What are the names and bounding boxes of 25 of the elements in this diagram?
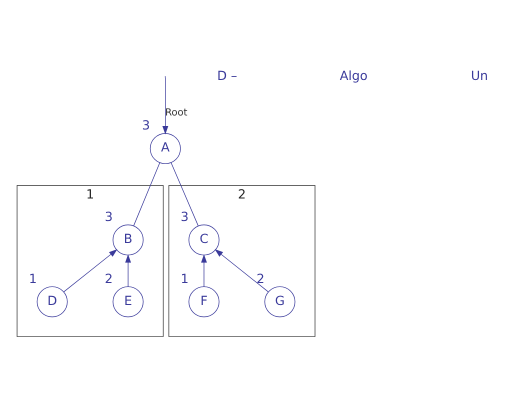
label: D – bbox=[217, 68, 238, 83]
node-label: 1 bbox=[180, 270, 189, 286]
label: Algo bbox=[340, 68, 368, 83]
node-circle: G bbox=[264, 286, 296, 317]
node-circle: C bbox=[188, 224, 220, 255]
arrow bbox=[162, 76, 168, 134]
node-label: 1 bbox=[28, 270, 37, 286]
label: Un bbox=[470, 68, 488, 83]
node-label: 2 bbox=[256, 270, 265, 286]
node-label: 3 bbox=[180, 208, 189, 224]
node-circle: B bbox=[112, 224, 144, 255]
node-label: 3 bbox=[142, 117, 150, 132]
arrow bbox=[125, 254, 132, 286]
node-label: 2 bbox=[104, 270, 113, 286]
node-label: 3 bbox=[104, 208, 113, 224]
node-circle: A bbox=[150, 132, 181, 164]
edge-label: Root bbox=[165, 106, 188, 118]
connector bbox=[133, 162, 160, 226]
arrow bbox=[63, 248, 118, 292]
arrow bbox=[214, 248, 269, 292]
node-circle: E bbox=[112, 286, 144, 317]
node-circle: F bbox=[188, 286, 220, 317]
node-circle: D bbox=[36, 286, 68, 317]
arrow bbox=[201, 254, 207, 286]
connector bbox=[170, 162, 199, 226]
